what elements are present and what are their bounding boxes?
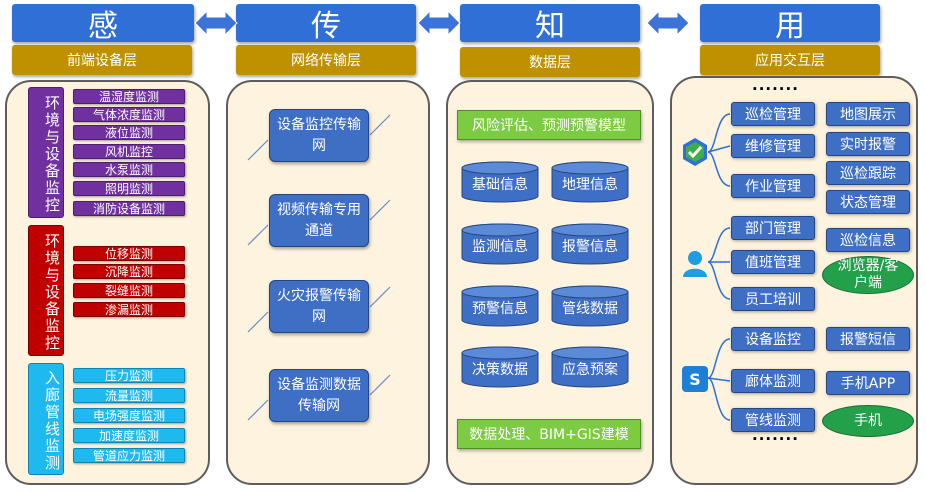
wireless-line [369,114,391,136]
transmit-network: 设备监控传输网 [269,109,369,162]
database-cylinder-top [551,223,629,237]
wireless-line [247,311,269,333]
transmit-network: 设备监测数据传输网 [269,369,369,422]
env-item: 温湿度监测 [73,89,185,104]
env-item: 风机监控 [73,144,185,159]
env-monitor-label: 环境与设备监控 [28,87,64,218]
database-cylinder-top [461,161,539,175]
header-use: 用 [700,4,880,44]
app-staff-training: 员工培训 [731,287,815,311]
env-item: 气体浓度监测 [73,107,185,122]
database-cylinder-top [461,285,539,299]
structure-item: 渗漏监测 [73,302,185,317]
env-item: 照明监测 [73,181,185,196]
app-map-display: 地图展示 [826,102,910,126]
wireless-line [369,286,391,308]
app-browser-client: 浏览器/客户端 [822,256,914,294]
structure-item: 裂缝监测 [73,283,185,298]
database-label: 基础信息 [472,177,528,193]
wireless-line [369,199,391,221]
layer-know: 数据层 [460,47,640,77]
dots-bottom: ······· [752,430,799,448]
app-inspection-tracking: 巡检跟踪 [826,161,910,185]
database-label: 应急预案 [562,362,618,378]
database-label: 地理信息 [562,177,618,193]
pipeline-item: 流量监测 [73,388,185,403]
database-label: 管线数据 [562,301,618,317]
database-label: 报警信息 [562,239,618,255]
env-item: 液位监测 [73,125,185,140]
app-mobile-phone: 手机 [822,405,914,437]
wireless-line [247,399,269,421]
app-mobile-app: 手机APP [826,371,910,395]
shield-check-icon [680,137,710,167]
pipeline-item: 电场强度监测 [73,408,185,423]
s-app-icon: S [681,365,709,393]
app-operation-mgmt: 作业管理 [731,174,815,198]
dots-top: ······· [752,80,799,98]
user-icon [680,248,710,278]
database-cylinder-top [551,161,629,175]
database-cylinder-top [551,285,629,299]
header-transmit: 传 [236,4,416,44]
app-device-monitor: 设备监控 [731,327,815,351]
structure-monitor-label: 环境与设备监控 [28,225,64,356]
transmit-network: 视频传输专用通道 [269,194,369,247]
pipeline-item: 加速度监测 [73,428,185,443]
database-label: 预警信息 [472,301,528,317]
structure-item: 位移监测 [73,246,185,261]
app-realtime-alarm: 实时报警 [826,132,910,156]
app-inspection-mgmt: 巡检管理 [731,102,815,126]
app-dept-mgmt: 部门管理 [731,216,815,240]
layer-sense: 前端设备层 [12,45,192,75]
env-item: 消防设备监测 [73,201,185,216]
svg-text:S: S [689,370,701,389]
env-item: 水泵监测 [73,162,185,177]
app-alarm-sms: 报警短信 [826,327,910,351]
database-cylinder-top [461,346,539,360]
wireless-line [247,139,269,161]
database-label: 监测信息 [472,239,528,255]
header-sense: 感 [12,4,194,44]
wireless-line [247,224,269,246]
database-cylinder-top [551,346,629,360]
header-know: 知 [460,4,640,44]
app-inspection-info: 巡检信息 [826,228,910,252]
risk-model-bar: 风险评估、预测预警模型 [457,110,641,140]
bim-gis-bar: 数据处理、BIM+GIS建模 [457,419,641,449]
app-duty-mgmt: 值班管理 [731,250,815,274]
pipeline-monitor-label: 入廊管线监测 [28,363,64,475]
wireless-line [369,374,391,396]
app-status-mgmt: 状态管理 [826,190,910,214]
transmit-network: 火灾报警传输网 [269,280,369,333]
app-maintenance-mgmt: 维修管理 [731,134,815,158]
pipeline-item: 压力监测 [73,368,185,383]
layer-transmit: 网络传输层 [236,45,416,75]
layer-use: 应用交互层 [700,45,880,75]
structure-item: 沉降监测 [73,264,185,279]
database-label: 决策数据 [472,362,528,378]
database-cylinder-top [461,223,539,237]
app-pipeline-monitor: 管线监测 [731,408,815,432]
app-corridor-monitor: 廊体监测 [731,369,815,393]
panel-know [446,80,654,485]
pipeline-item: 管道应力监测 [73,448,185,463]
